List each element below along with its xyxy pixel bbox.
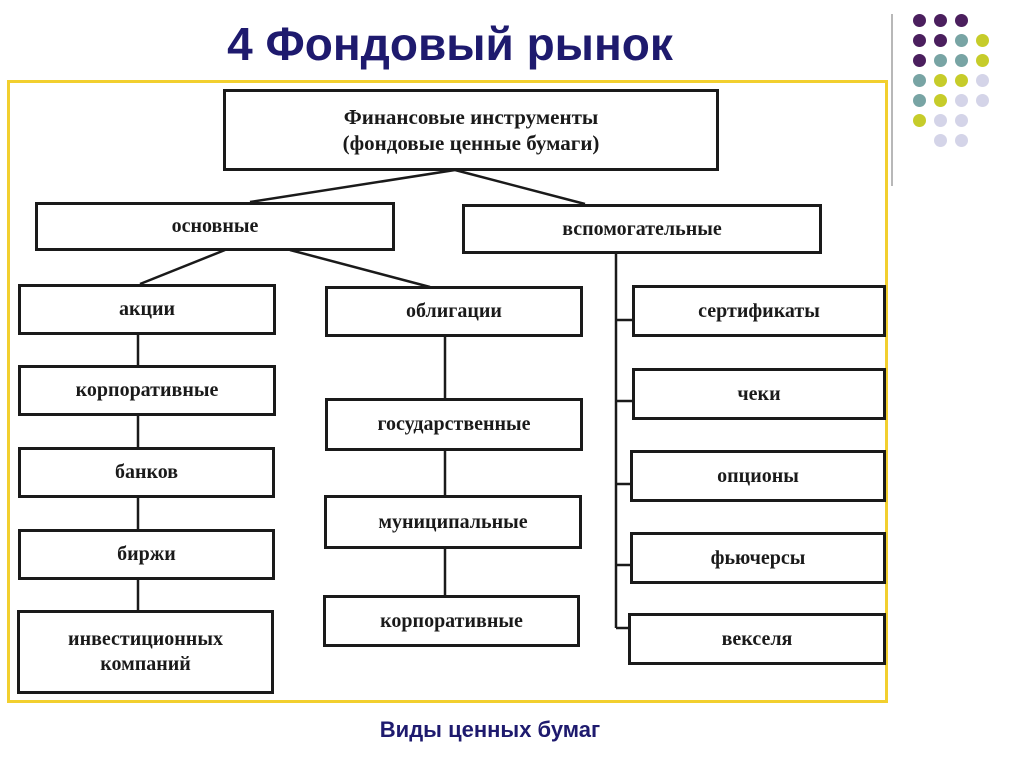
- decorative-dot: [934, 54, 947, 67]
- box-bonds-state: государственные: [325, 398, 583, 451]
- decorative-dot: [955, 94, 968, 107]
- decorative-dot: [913, 54, 926, 67]
- box-aux-checks: чеки: [632, 368, 886, 420]
- box-shares-corporate: корпоративные: [18, 365, 276, 416]
- box-auxiliary: вспомогательные: [462, 204, 822, 254]
- box-shares: акции: [18, 284, 276, 335]
- decorative-dot: [976, 74, 989, 87]
- box-aux-certificates: сертификаты: [632, 285, 886, 337]
- box-aux-bills: векселя: [628, 613, 886, 665]
- box-main: основные: [35, 202, 395, 251]
- decorative-dot: [955, 14, 968, 27]
- decorative-dot: [934, 114, 947, 127]
- decorative-dot: [913, 74, 926, 87]
- decorative-dot: [913, 114, 926, 127]
- decorative-dot: [976, 94, 989, 107]
- decorative-dot: [934, 14, 947, 27]
- box-bonds-municipal: муниципальные: [324, 495, 582, 549]
- box-shares-investment-companies: инвестиционных компаний: [17, 610, 274, 694]
- decorative-dot: [934, 74, 947, 87]
- decorative-dot: [955, 74, 968, 87]
- box-aux-futures: фьючерсы: [630, 532, 886, 584]
- decorative-dot: [976, 34, 989, 47]
- decorative-dot: [934, 34, 947, 47]
- decorative-dot: [913, 14, 926, 27]
- decorative-dot: [955, 54, 968, 67]
- slide-caption: Виды ценных бумаг: [379, 717, 601, 742]
- decorative-dot: [934, 94, 947, 107]
- decorative-dot: [913, 94, 926, 107]
- decorative-dot: [934, 134, 947, 147]
- vertical-divider: [891, 14, 893, 186]
- root-line-1: Финансовые инструменты: [343, 104, 599, 129]
- box-bonds: облигации: [325, 286, 583, 337]
- slide-title: 4 Фондовый рынок: [227, 18, 673, 70]
- decorative-dot: [913, 34, 926, 47]
- decorative-dot: [955, 114, 968, 127]
- box-shares-exchanges: биржи: [18, 529, 275, 580]
- decorative-dot: [955, 34, 968, 47]
- box-bonds-corporate: корпоративные: [323, 595, 580, 647]
- box-shares-banks: банков: [18, 447, 275, 498]
- root-line-2: (фондовые ценные бумаги): [342, 131, 600, 155]
- root-box-financial-instruments: Финансовые инструменты (фондовые ценные …: [223, 89, 719, 171]
- box-aux-options: опционы: [630, 450, 886, 502]
- decorative-dot: [955, 134, 968, 147]
- decorative-dot: [976, 54, 989, 67]
